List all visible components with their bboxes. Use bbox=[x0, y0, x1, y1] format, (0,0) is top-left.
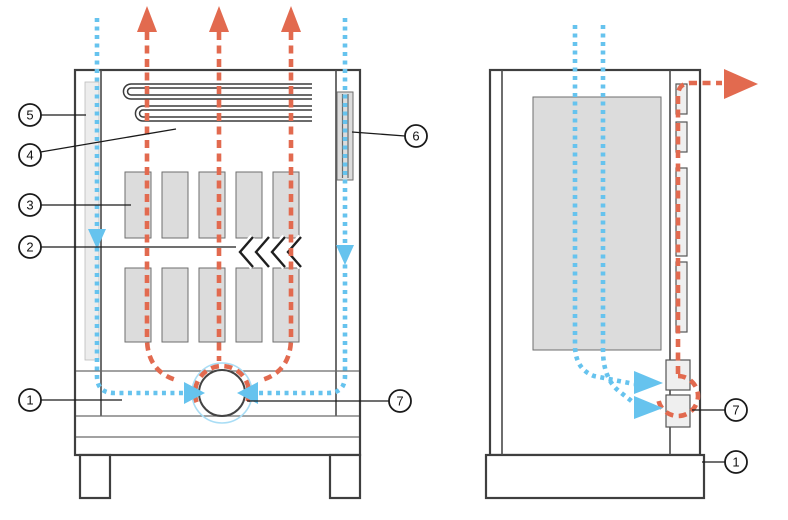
callout-1-side: 1 bbox=[702, 450, 748, 474]
callout-2: 2 bbox=[18, 235, 236, 259]
vent-slot bbox=[675, 261, 688, 333]
module-card bbox=[272, 171, 300, 239]
callout-circle bbox=[18, 143, 42, 167]
chevron-icon bbox=[238, 236, 254, 268]
cool-air-right-arrow-icon bbox=[634, 371, 663, 394]
right-vent-grille bbox=[336, 91, 354, 181]
leader-line bbox=[40, 128, 177, 153]
callout-number: 7 bbox=[732, 403, 739, 418]
module-card bbox=[161, 267, 189, 343]
cabinet-foot-left bbox=[78, 453, 112, 500]
callout-circle bbox=[18, 193, 42, 217]
side-view bbox=[484, 25, 758, 500]
leader-line bbox=[351, 131, 406, 137]
hot-air-dashed-line bbox=[261, 32, 294, 383]
callout-3: 3 bbox=[18, 193, 131, 217]
cool-air-down-arrow-icon bbox=[88, 229, 106, 249]
callout-number: 7 bbox=[396, 394, 403, 409]
callout-1-front: 1 bbox=[18, 388, 122, 412]
cabinet-base bbox=[484, 453, 706, 500]
side-panel bbox=[532, 96, 662, 351]
cool-air-intake-side bbox=[572, 25, 663, 419]
front-view bbox=[73, 6, 362, 500]
callout-5: 5 bbox=[18, 103, 86, 127]
callout-circle bbox=[388, 389, 412, 413]
cool-air-right-arrow-icon bbox=[184, 382, 205, 404]
module-card bbox=[272, 267, 300, 343]
hot-air-up-arrow-icon bbox=[281, 6, 301, 32]
callout-circle bbox=[18, 103, 42, 127]
blower-segment bbox=[665, 394, 691, 428]
cool-air-intake bbox=[88, 18, 354, 404]
hot-air-up-arrow-icon bbox=[137, 6, 157, 32]
module-card bbox=[235, 171, 263, 239]
callout-number: 1 bbox=[732, 455, 739, 470]
chevron-icon bbox=[254, 236, 270, 268]
callout-circle bbox=[18, 388, 42, 412]
heater-coil bbox=[122, 83, 312, 122]
callout-4: 4 bbox=[18, 128, 177, 167]
hot-air-right-arrow-icon bbox=[724, 69, 758, 99]
chevron-icon bbox=[286, 236, 302, 268]
cool-air-dotted-line bbox=[600, 25, 636, 405]
cool-air-dotted-line bbox=[94, 18, 186, 396]
chevron-icon bbox=[270, 236, 286, 268]
cabinet-foot-right bbox=[328, 453, 362, 500]
callout-6: 6 bbox=[351, 124, 428, 148]
callout-number: 3 bbox=[26, 198, 33, 213]
rear-vent-slots bbox=[675, 83, 688, 333]
callout-7-side: 7 bbox=[692, 398, 748, 422]
hot-air-dashed-line bbox=[675, 80, 722, 374]
callout-number: 5 bbox=[26, 108, 33, 123]
coil-tube-bore bbox=[124, 84, 312, 99]
coil-tube-bore bbox=[136, 106, 312, 121]
callout-7-front: 7 bbox=[247, 389, 412, 413]
module-card bbox=[235, 267, 263, 343]
cool-air-dotted-line bbox=[256, 18, 348, 396]
module-card bbox=[161, 171, 189, 239]
cool-air-left-arrow-icon bbox=[237, 382, 258, 404]
callout-number: 2 bbox=[26, 240, 33, 255]
callout-circle bbox=[18, 235, 42, 259]
cool-air-right-arrow-icon bbox=[634, 396, 663, 419]
hot-air-dashed-line bbox=[144, 32, 177, 383]
callout-circle bbox=[404, 124, 428, 148]
callout-number: 1 bbox=[26, 393, 33, 408]
hot-air-up-arrow-icon bbox=[209, 6, 229, 32]
airflow-chevrons bbox=[235, 234, 304, 270]
cool-air-dotted-line bbox=[572, 25, 635, 387]
callout-number: 4 bbox=[26, 148, 33, 163]
callout-circle bbox=[724, 450, 748, 474]
cool-air-down-arrow-icon bbox=[336, 245, 354, 265]
callout-number: 6 bbox=[412, 129, 419, 144]
callout-circle bbox=[724, 398, 748, 422]
